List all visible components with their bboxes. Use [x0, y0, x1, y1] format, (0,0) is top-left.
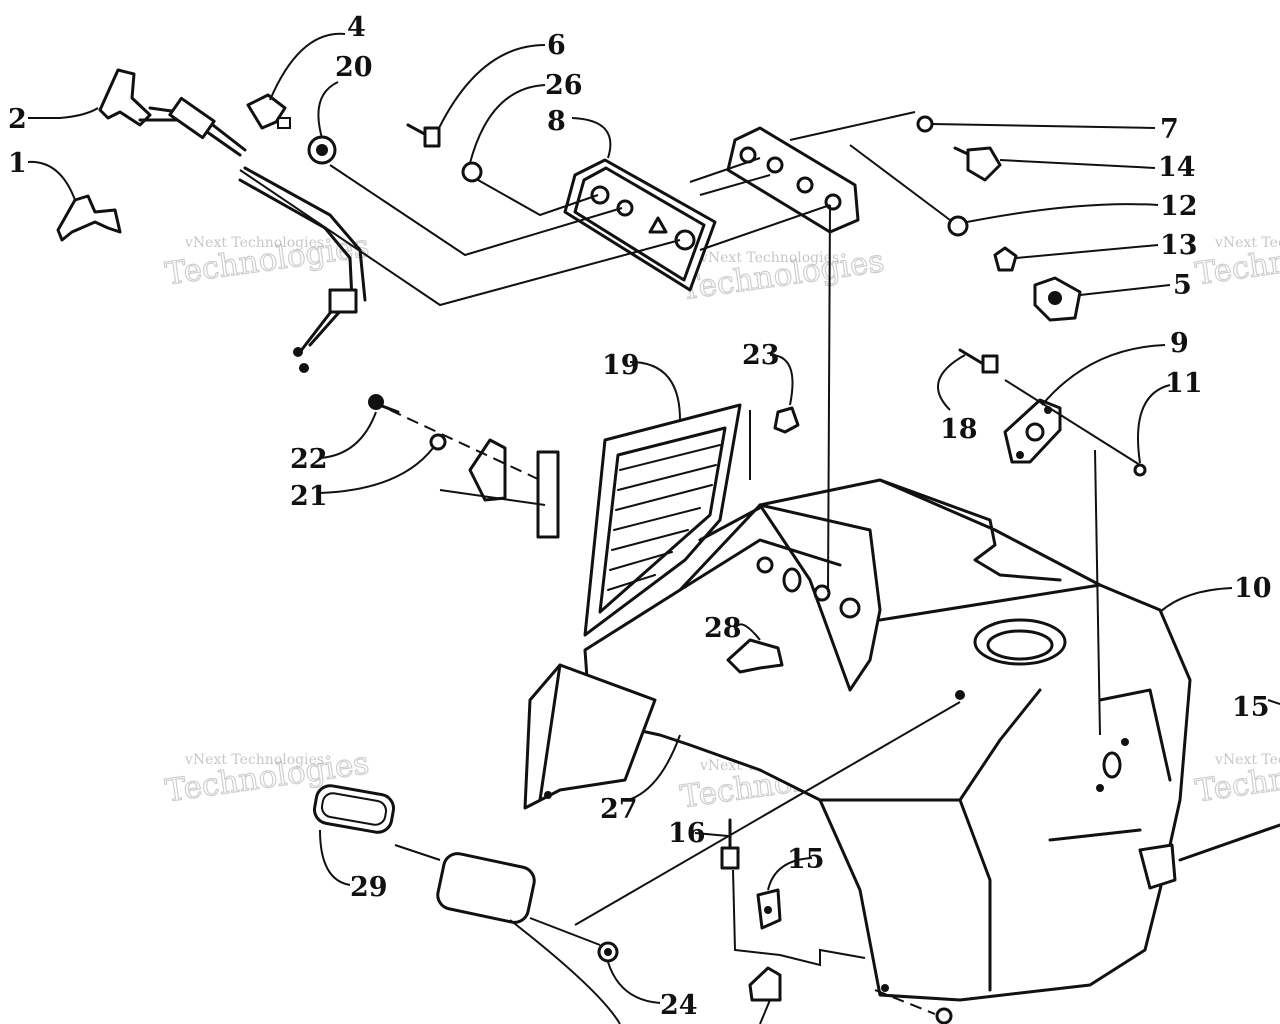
bracket-clip-part	[773, 406, 800, 434]
callout-7-label: 7	[1160, 114, 1179, 145]
switch-knob-part	[246, 93, 291, 130]
seal-strip-part	[536, 450, 560, 539]
callout-24-label: 24	[660, 990, 698, 1021]
pad-insert-part	[436, 852, 536, 924]
watermark-brand-text: vNext Technologies	[184, 752, 324, 768]
callout-19-label: 19	[602, 350, 640, 381]
callout-leaders-layer	[27, 32, 1280, 1024]
backing-plate-part	[726, 126, 860, 234]
toggle-switch-part	[953, 146, 1002, 182]
callout-15-bottom-label: 15	[787, 844, 825, 875]
callout-21-label: 21	[290, 481, 328, 512]
mount-bracket-part	[468, 438, 507, 502]
callout-9-label: 9	[1170, 328, 1189, 359]
louvered-grille-part	[583, 403, 742, 637]
small-washer-part	[1133, 463, 1147, 477]
callout-10-label: 10	[1234, 573, 1272, 604]
small-nut-part	[916, 115, 934, 133]
rivet-part	[958, 348, 999, 374]
throttle-lever-part	[98, 68, 247, 157]
pad-part	[313, 784, 395, 834]
callout-labels-layer: 2 1 4 20 6 26 8 7 14 12 13 5 9 11 18 19 …	[8, 12, 1272, 1021]
callout-27-label: 27	[600, 794, 638, 825]
watermark-brand-text: vNext Technologies	[184, 235, 324, 251]
callout-12-label: 12	[1160, 191, 1198, 222]
parts-layer	[56, 68, 1280, 1024]
ignition-switch-part	[1033, 276, 1082, 322]
hex-nut-part	[993, 246, 1018, 272]
watermark-w2: Technologies vNext Technologies	[677, 243, 886, 308]
callout-20-label: 20	[335, 52, 373, 83]
washer-part	[461, 161, 483, 183]
callout-26-label: 26	[545, 70, 583, 101]
clip-part	[56, 194, 122, 242]
watermark-w6: Technologies vNext Technologies	[1192, 745, 1280, 810]
callout-4-label: 4	[347, 12, 366, 43]
watermark-brand-text: vNext Technologies	[1214, 752, 1280, 768]
callout-6-label: 6	[547, 30, 566, 61]
callout-28-label: 28	[704, 613, 742, 644]
flat-washer-part	[429, 433, 447, 451]
callout-14-label: 14	[1158, 152, 1196, 183]
panel-nut-part	[307, 135, 337, 165]
callout-2-label: 1	[8, 148, 27, 179]
watermark-layer: Technologies vNext Technologies Technolo…	[162, 228, 1280, 816]
callout-15-top-label: 15	[1232, 692, 1270, 723]
callout-23-label: 23	[742, 340, 780, 371]
console-housing-part	[523, 478, 1280, 1002]
callout-18-label: 18	[940, 414, 978, 445]
assembly-lines-layer	[239, 111, 1141, 1015]
callout-13-label: 13	[1160, 230, 1198, 261]
watermark-brand-text: vNext Technologies	[699, 250, 839, 266]
push-pin-part	[720, 818, 740, 870]
callout-8-label: 8	[547, 106, 566, 137]
callout-29-label: 29	[350, 872, 388, 903]
callout-11-label: 11	[1165, 368, 1203, 399]
screw-part	[406, 123, 441, 148]
grommet-part	[597, 941, 619, 963]
watermark-w3: Technologies vNext Technologies	[1192, 228, 1280, 293]
callout-1-label: 2	[8, 104, 27, 135]
bottom-washer-part	[935, 1007, 953, 1024]
instrument-panel-part	[563, 158, 717, 292]
throttle-cable-part	[238, 166, 367, 373]
lock-washer-part	[947, 215, 969, 237]
callout-5-label: 5	[1173, 270, 1192, 301]
cover-plate-part	[726, 638, 784, 674]
callout-22-label: 22	[290, 444, 328, 475]
lower-clip-part	[748, 888, 782, 1002]
bolt-part	[368, 394, 400, 414]
watermark-brand-text: vNext Technologies	[1214, 235, 1280, 251]
callout-16-label: 16	[668, 818, 706, 849]
